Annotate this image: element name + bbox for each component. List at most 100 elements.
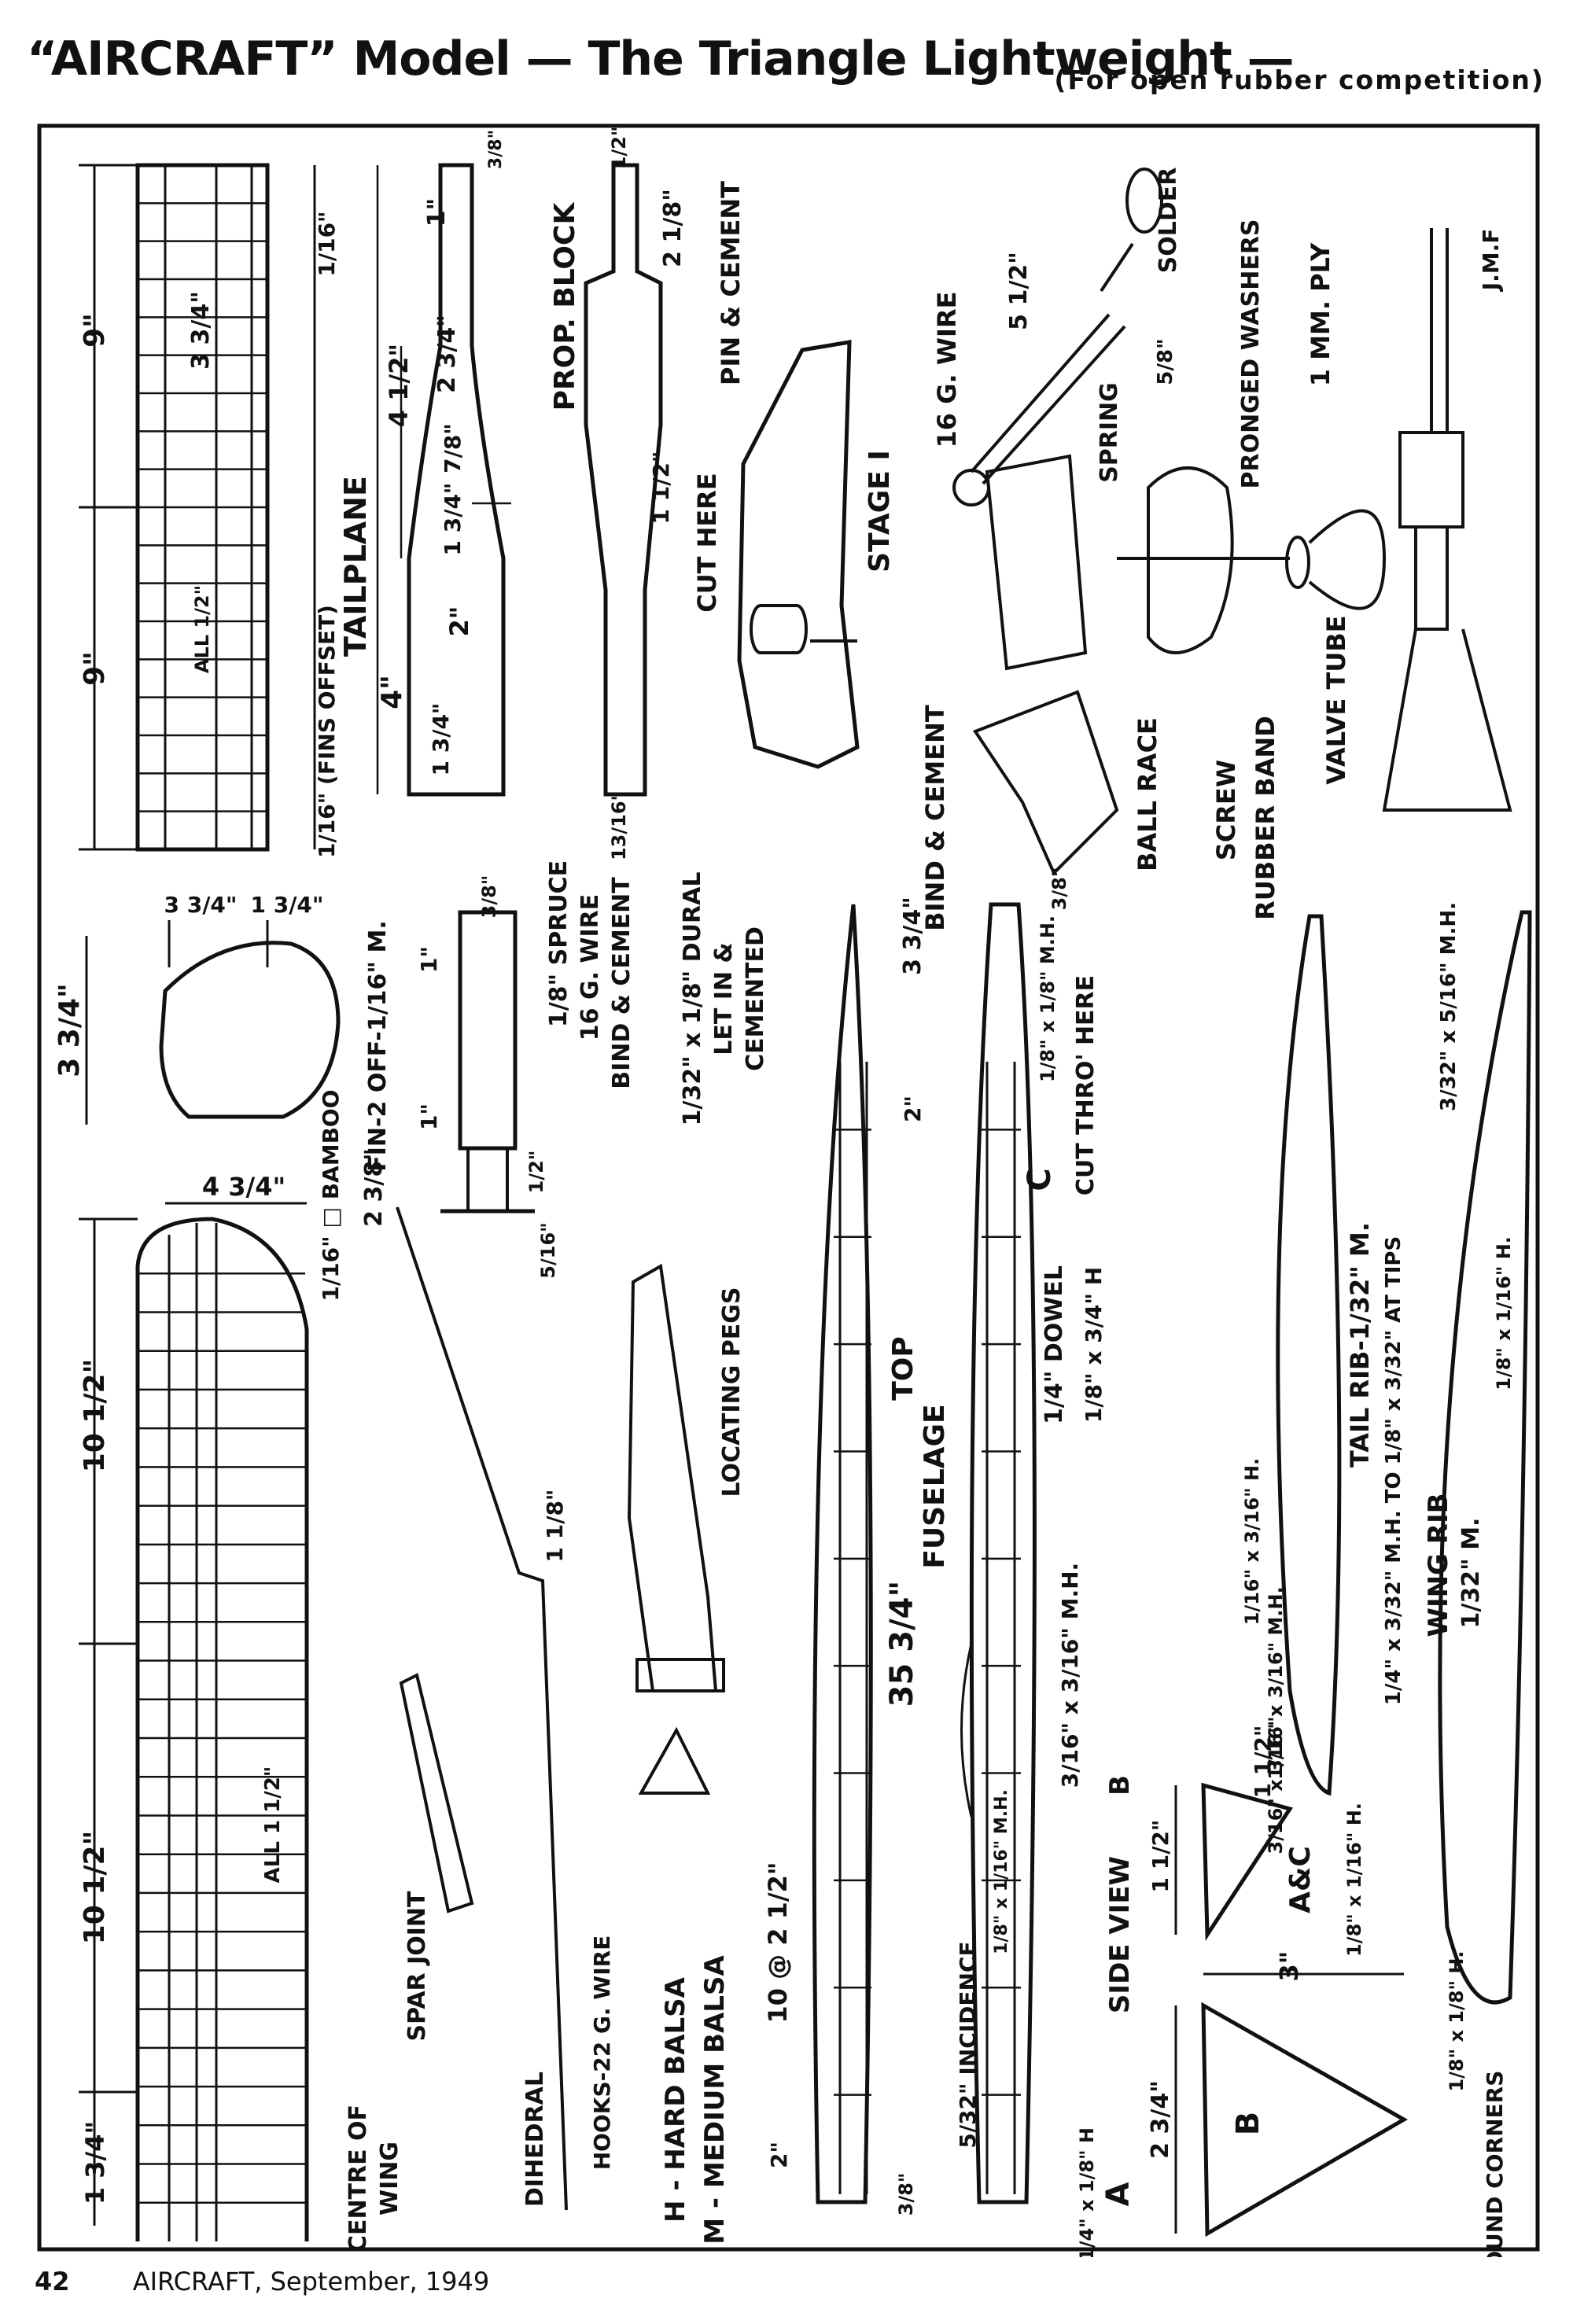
label-wing-rib-sub: 1/32" M. xyxy=(1457,1518,1485,1629)
dim-1-2-prop: 1/2" xyxy=(608,127,630,170)
dim-mh-3-32x5-16: 3/32" x 5/16" M.H. xyxy=(1437,902,1461,1111)
label-a-and-c: A&C xyxy=(1284,1846,1317,1913)
label-ply: 1 MM. PLY xyxy=(1306,242,1335,386)
dim-1-3-4-wing: 1 3/4" xyxy=(80,2121,110,2204)
label-let-in: LET IN & xyxy=(710,942,738,1055)
label-ball-race: BALL RACE xyxy=(1133,717,1162,871)
dim-2-3-4: 2 3/4" xyxy=(433,315,461,393)
dim-1-3-4: 1 3/4" xyxy=(440,482,466,555)
dim-mh-3-16x3-16b: 3/16" x 3/16" xyxy=(1265,1717,1287,1854)
dim-4-1-2: 4 1/2" xyxy=(384,344,414,427)
dim-9-top: 9" xyxy=(79,313,111,348)
dim-1-1-2-tri2: 1 1/2" xyxy=(1250,1725,1276,1798)
label-screw: SCREW xyxy=(1211,760,1241,860)
wing-plan-drawing xyxy=(135,1217,309,2241)
prop-block-drawing xyxy=(584,163,663,797)
dim-h-1-16x3-16: 1/16" x 3/16" H. xyxy=(1241,1458,1263,1625)
label-medium-balsa: M - MEDIUM BALSA xyxy=(699,1955,731,2245)
tailplane-all-half: ALL 1/2" xyxy=(191,585,213,673)
label-incidence: 5/32" INCIDENCE xyxy=(955,1941,981,2148)
label-side-view: SIDE VIEW xyxy=(1104,1856,1136,2013)
label-author: J.M.F xyxy=(1478,229,1504,293)
dim-1-1-2-tri: 1 1/2" xyxy=(1148,1819,1173,1892)
dim-h-1-4x1-8: 1/4" x 1/8" H xyxy=(1076,2127,1098,2257)
dim-1-fin: 1" xyxy=(416,946,442,973)
dim-mh-1-8x1-16: 1/8" x 1/16" M.H. xyxy=(992,1789,1011,1954)
page-subtitle: (For open rubber competition) xyxy=(1054,64,1545,95)
page-title: “AIRCRAFT” Model — The Triangle Lightwei… xyxy=(27,31,1295,87)
dim-2-3-4b: 2 3/4" xyxy=(1147,2080,1174,2159)
dim-3: 3" xyxy=(1274,1951,1304,1982)
label-hard-balsa: H - HARD BALSA xyxy=(660,1976,691,2223)
fuselage-section-drawing xyxy=(159,941,341,1119)
dim-2: 2" xyxy=(444,606,474,637)
dim-1-1-8: 1 1/8" xyxy=(542,1489,568,1562)
label-wire-fin: 16 G. WIRE xyxy=(577,894,604,1041)
label-a-letter: A xyxy=(1100,2182,1136,2206)
label-rubber-band: RUBBER BAND xyxy=(1251,716,1280,920)
dim-mh-1-16x3-16: 1/16" x 3/16" M.H. xyxy=(1265,1586,1287,1779)
triangle-dims xyxy=(1174,1785,1404,2234)
page-header: “AIRCRAFT” Model — The Triangle Lightwei… xyxy=(27,31,1545,110)
dim-10-1-2-a: 10 1/2" xyxy=(79,1359,111,1473)
dim-4-3-4: 4 3/4" xyxy=(202,1172,285,1202)
label-bind-cement: BIND & CEMENT xyxy=(920,705,950,931)
dim-3-8-side: 3/8" xyxy=(1048,867,1070,911)
label-spruce: 1/8" SPRUCE xyxy=(545,860,573,1027)
dim-1-2-fin: 1/2" xyxy=(525,1151,547,1194)
locating-pegs-drawing xyxy=(627,1263,725,1795)
tailplane-drawing xyxy=(135,163,270,852)
wing-rib-drawing xyxy=(1438,910,1532,2005)
label-fuselage: FUSELAGE xyxy=(919,1404,951,1568)
dihedral-drawing xyxy=(396,1206,568,2211)
dim-10-1-2-b: 10 1/2" xyxy=(79,1831,111,1945)
label-hooks: HOOKS-22 G. WIRE xyxy=(589,1935,615,2171)
dim-1-prop: 1" xyxy=(423,198,451,227)
label-valve-tube: VALVE TUBE xyxy=(1321,615,1351,784)
dim-3-3-4-tailplane: 3 3/4" xyxy=(187,291,215,370)
label-bind-cement-2: BIND & CEMENT xyxy=(608,877,635,1089)
label-locating-pegs: LOCATING PEGS xyxy=(718,1287,746,1497)
label-round-corners: ROUND CORNERS xyxy=(1482,2071,1508,2257)
label-top: TOP xyxy=(887,1336,919,1401)
label-cemented: CEMENTED xyxy=(742,926,769,1071)
label-cut-thro: CUT THRO' HERE xyxy=(1072,975,1100,1195)
dim-4: 4" xyxy=(376,675,408,709)
nose-assembly-drawing xyxy=(952,168,1512,876)
label-centre-of: CENTRE OF xyxy=(344,2105,372,2252)
dim-1-1-2-block: 1 1/2" xyxy=(648,451,674,524)
dim-35-3-4: 35 3/4" xyxy=(884,1581,920,1707)
fuselage-top-drawing xyxy=(812,904,873,2204)
dim-7-8: 7/8" xyxy=(440,423,466,473)
label-spring: SPRING xyxy=(1096,382,1123,483)
fuselage-side-drawing xyxy=(960,902,1037,2204)
dim-3-8-top: 3/8" xyxy=(486,130,506,169)
dim-3-3-4-fin: 3 3/4" xyxy=(164,892,237,918)
label-tailplane: TAILPLANE xyxy=(338,476,373,657)
dim-5-8: 5/8" xyxy=(1154,338,1177,385)
label-wing-rib: WING RIB xyxy=(1423,1493,1454,1637)
tailplane-dimensions xyxy=(79,164,316,851)
label-pronged-washers: PRONGED WASHERS xyxy=(1237,219,1265,488)
dim-3-3-4-fuse: 3 3/4" xyxy=(899,897,926,975)
dim-3-8-nose: 3/8" xyxy=(895,2173,917,2216)
dim-h-1-8x3-4: 1/8" x 3/4" H xyxy=(1081,1267,1107,1423)
dim-5-16: 5/16" xyxy=(537,1222,559,1278)
publication-line: AIRCRAFT, September, 1949 xyxy=(132,2267,490,2296)
fin-drawing xyxy=(440,910,535,1214)
label-spar-joint: SPAR JOINT xyxy=(403,1891,431,2042)
label-pin-cement: PIN & CEMENT xyxy=(716,181,746,385)
dim-10-at-2-1-2: 10 @ 2 1/2" xyxy=(763,1862,793,2023)
dim-1-16-tailplane: 1/16" xyxy=(314,211,340,276)
dim-mh-3-16x3-16: 3/16" x 3/16" M.H. xyxy=(1057,1563,1083,1788)
dim-2-fuse: 2" xyxy=(900,1096,926,1122)
dim-h-1-8x1-16b: 1/8" x 1/16" H. xyxy=(1493,1236,1515,1390)
dim-1-3-4-fin: 1 3/4" xyxy=(250,892,323,918)
fuselage-section-dims xyxy=(85,920,269,1125)
nose-block-stage-drawing xyxy=(737,340,860,769)
dim-5-1-2: 5 1/2" xyxy=(1005,252,1033,330)
dim-2-1-8: 2 1/8" xyxy=(659,189,687,267)
propeller-blade-drawing xyxy=(376,163,511,797)
dim-mh-1-8x1-8: 1/8" x 1/8" M.H. xyxy=(1037,915,1059,1082)
label-cut-here: CUT HERE xyxy=(692,473,722,613)
